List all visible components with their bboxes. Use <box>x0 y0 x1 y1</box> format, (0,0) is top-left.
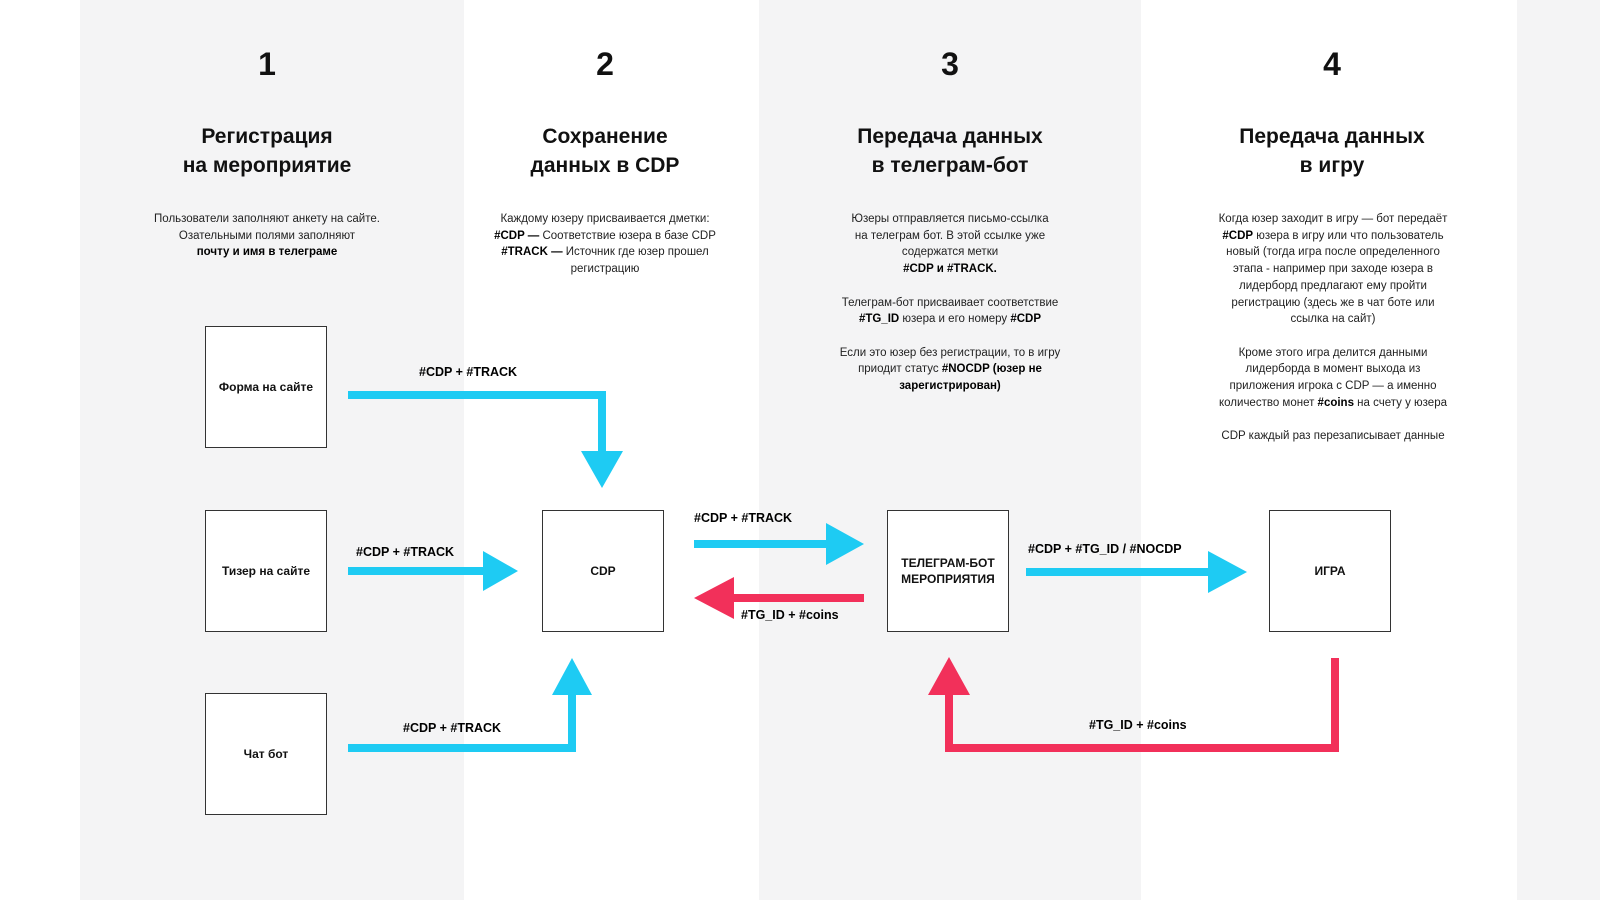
desc-tag-nocdp: #NOCDP (юзер не <box>941 363 1042 376</box>
desc-tag-cdp: #CDP <box>1222 229 1254 242</box>
node-label-line-2: МЕРОПРИЯТИЯ <box>901 572 995 586</box>
desc-line: регистрацию (здесь же в чат боте или <box>1231 296 1435 309</box>
desc-line: на телеграм бот. В этой ссылке уже <box>854 229 1046 242</box>
node-website-form: Форма на сайте <box>205 326 327 448</box>
node-label: Форма на сайте <box>218 380 314 394</box>
step-number-4: 4 <box>1323 46 1341 82</box>
node-game: ИГРА <box>1269 510 1391 632</box>
edge-label-tgbot-to-game: #CDP + #TG_ID / #NOCDP <box>1028 542 1182 556</box>
arrow-tgbot-to-cdp <box>694 577 864 619</box>
desc-line: Озательными полями заполняют <box>178 229 356 242</box>
node-telegram-bot: ТЕЛЕГРАМ-БОТ МЕРОПРИЯТИЯ <box>887 510 1009 632</box>
desc-text: юзера и его номеру <box>899 313 1011 326</box>
arrow-tgbot-to-game <box>1026 551 1247 593</box>
desc-line: новый (тогда игра после определенного <box>1226 246 1440 259</box>
edge-label-teaser-to-cdp: #CDP + #TRACK <box>356 545 455 559</box>
desc-line: приложения игрока с CDP — а именно <box>1229 380 1437 393</box>
desc-tag-cdp: #CDP <box>1010 313 1042 326</box>
step-number-1: 1 <box>258 46 276 82</box>
arrow-form-to-cdp <box>348 391 623 488</box>
step-description-4: Когда юзер заходит в игру — бот передаёт… <box>1188 211 1478 462</box>
step-title-3-line-1: Передача данных <box>857 125 1043 148</box>
edge-label-form-to-cdp: #CDP + #TRACK <box>419 365 518 379</box>
step-title-1-line-2: на мероприятие <box>182 154 352 177</box>
desc-text: Соответствие юзера в базе CDP <box>539 229 716 242</box>
node-chat-bot: Чат бот <box>205 693 327 815</box>
desc-line: Кроме этого игра делится данными <box>1238 346 1428 359</box>
desc-text: Источник где юзер прошел <box>562 246 709 259</box>
node-label: Тизер на сайте <box>221 564 311 578</box>
step-description-3: Юзеры отправляется письмо-ссылка на теле… <box>811 211 1089 411</box>
desc-line: Пользователи заполняют анкету на сайте. <box>154 213 380 225</box>
desc-line: Если это юзер без регистрации, то в игру <box>839 346 1061 359</box>
desc-tag-coins: #coins <box>1317 396 1354 409</box>
desc-line-bold: почту и имя в телеграме <box>196 246 338 259</box>
desc-line-bold: зарегистрирован) <box>899 380 1001 392</box>
step-title-3: Передача данных в телеграм-бот <box>790 122 1110 180</box>
step-title-1-line-1: Регистрация <box>201 125 333 148</box>
desc-tags: #CDP и #TRACK. <box>903 263 997 276</box>
desc-tag-cdp: #CDP — <box>494 229 540 242</box>
step-description-1: Пользователи заполняют анкету на сайте. … <box>128 211 406 261</box>
step-title-4-line-2: в игру <box>1299 154 1365 177</box>
node-label: Чат бот <box>243 747 289 761</box>
desc-tag-tgid: #TG_ID <box>858 313 900 326</box>
desc-line: Каждому юзеру присваивается дметки: <box>500 213 710 225</box>
desc-text: приодит статус <box>858 363 942 376</box>
step-title-4-line-1: Передача данных <box>1239 125 1425 148</box>
step-number-3: 3 <box>941 46 959 82</box>
desc-text: количество монет <box>1219 396 1318 409</box>
arrow-cdp-to-tgbot <box>694 523 864 565</box>
node-cdp: CDP <box>542 510 664 632</box>
arrow-chatbot-to-cdp <box>348 658 592 752</box>
desc-line: регистрацию <box>570 263 640 276</box>
desc-text: на счету у юзера <box>1353 396 1447 409</box>
blue-arrows <box>348 391 1247 752</box>
arrow-teaser-to-cdp <box>348 551 518 591</box>
desc-line: CDP каждый раз перезаписывает данные <box>1221 430 1445 443</box>
desc-tag-track: #TRACK — <box>501 246 563 259</box>
node-label-line-1: ТЕЛЕГРАМ-БОТ <box>901 556 995 570</box>
node-label: ИГРА <box>1314 564 1346 578</box>
desc-line: ссылка на сайт) <box>1290 313 1376 326</box>
desc-line: Юзеры отправляется письмо-ссылка <box>851 213 1049 225</box>
edge-label-game-to-tgbot: #TG_ID + #coins <box>1089 718 1187 732</box>
edge-label-tgbot-to-cdp: #TG_ID + #coins <box>741 608 839 622</box>
arrow-game-to-tgbot <box>928 657 1339 752</box>
node-label: CDP <box>590 564 616 578</box>
desc-line: Когда юзер заходит в игру — бот передаёт <box>1218 213 1448 225</box>
step-title-4: Передача данных в игру <box>1172 122 1492 180</box>
column-band-edge <box>1517 0 1600 900</box>
edge-label-cdp-to-tgbot: #CDP + #TRACK <box>694 511 793 525</box>
desc-line: этапа - например при заходе юзера в <box>1233 263 1433 276</box>
desc-text: юзера в игру или что пользователь <box>1253 229 1444 242</box>
step-number-2: 2 <box>596 46 614 82</box>
step-title-2: Сохранение данных в CDP <box>445 122 765 180</box>
desc-line: лидерборда в момент выхода из <box>1245 363 1421 376</box>
step-title-3-line-2: в телеграм-бот <box>871 154 1029 177</box>
desc-line: лидерборд предлагают ему пройти <box>1239 279 1427 292</box>
step-description-2: Каждому юзеру присваивается дметки: #CDP… <box>466 211 744 278</box>
step-title-2-line-2: данных в CDP <box>530 154 680 177</box>
desc-line: содержатся метки <box>901 246 999 259</box>
edge-label-chatbot-to-cdp: #CDP + #TRACK <box>403 721 502 735</box>
desc-line: Телеграм-бот присваивает соответствие <box>841 296 1059 309</box>
red-arrows <box>694 577 1339 752</box>
node-website-teaser: Тизер на сайте <box>205 510 327 632</box>
step-title-1: Регистрация на мероприятие <box>107 122 427 180</box>
step-title-2-line-1: Сохранение <box>542 125 668 148</box>
